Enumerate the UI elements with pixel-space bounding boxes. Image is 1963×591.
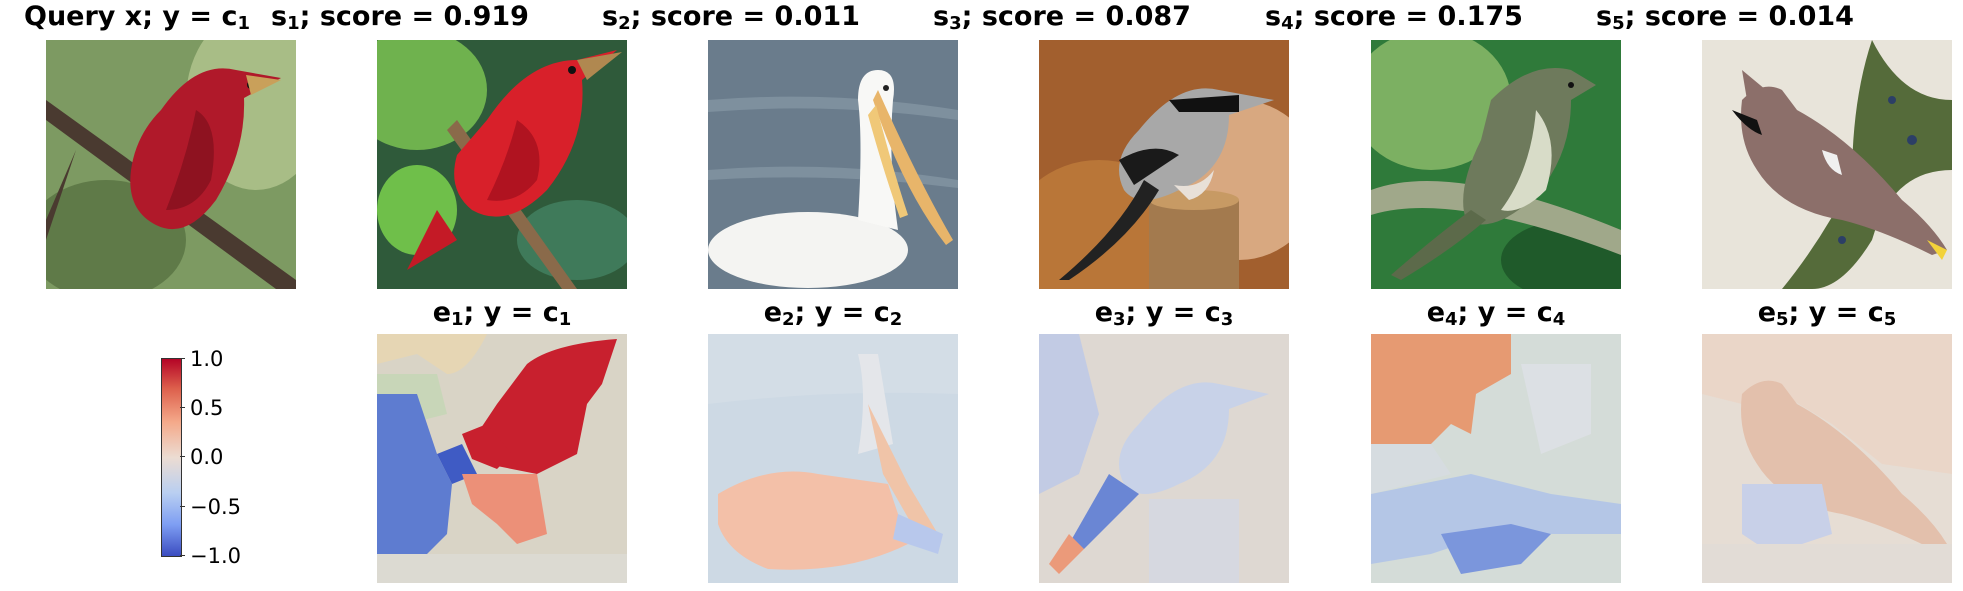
query-title: Query x; y = c1: [24, 1, 250, 34]
red-bird-query-photo: [46, 40, 296, 289]
explanation-5-title: e5; y = c5: [1757, 297, 1897, 330]
explanation-1-title: e1; y = c1: [432, 297, 572, 330]
waxwing-in-tree-photo: [1702, 40, 1952, 289]
support-1-title: s1; score = 0.919: [271, 1, 529, 34]
support-image-5: [1702, 40, 1952, 289]
support-image-2: [708, 40, 958, 289]
red-bird-leaves-photo: [377, 40, 627, 289]
colorbar-tick-5: −1.0: [180, 545, 241, 567]
shrike-on-post-photo: [1039, 40, 1289, 289]
explanation-3-title: e3; y = c3: [1094, 297, 1234, 330]
explanation-map-1: [377, 334, 627, 583]
support-image-4: [1371, 40, 1621, 289]
colorbar-tick-4: −0.5: [180, 496, 241, 518]
white-pelican-photo: [708, 40, 958, 289]
colorbar: [161, 358, 182, 557]
support-image-3: [1039, 40, 1289, 289]
explanation-map-5: [1702, 334, 1952, 583]
support-5-title: s5; score = 0.014: [1596, 1, 1854, 34]
support-4-title: s4; score = 0.175: [1265, 1, 1523, 34]
colorbar-tick-1: 1.0: [179, 348, 223, 370]
colorbar-tick-2: 0.5: [179, 397, 223, 419]
support-image-1: [377, 40, 627, 289]
query-image: [46, 40, 296, 289]
explanation-4-title: e4; y = c4: [1426, 297, 1566, 330]
explanation-map-3: [1039, 334, 1289, 583]
explanation-map-2: [708, 334, 958, 583]
support-2-title: s2; score = 0.011: [602, 1, 860, 34]
support-3-title: s3; score = 0.087: [933, 1, 1191, 34]
colorbar-tick-3: 0.0: [179, 446, 223, 468]
explanation-map-4: [1371, 334, 1621, 583]
flycatcher-on-branch-photo: [1371, 40, 1621, 289]
explanation-2-title: e2; y = c2: [763, 297, 903, 330]
